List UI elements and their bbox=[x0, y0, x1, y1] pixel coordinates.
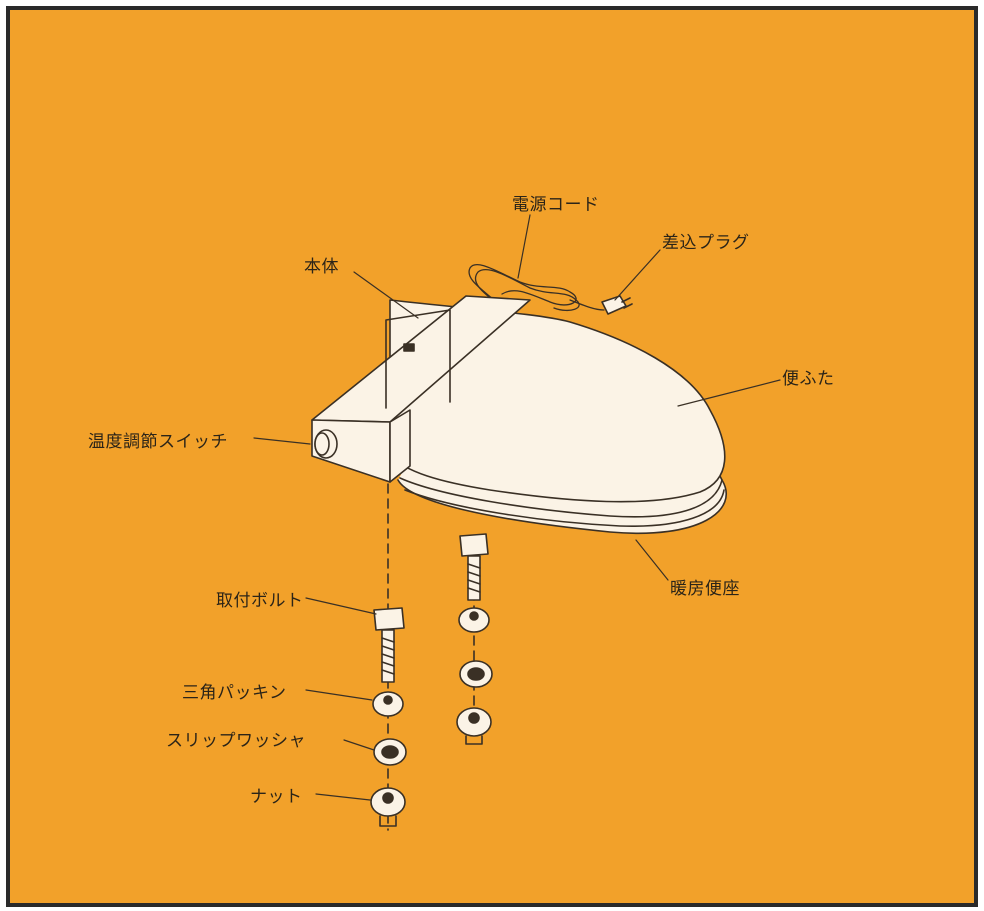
plug-drawing bbox=[601, 295, 633, 315]
toilet-seat-illustration bbox=[253, 214, 781, 831]
power-cord-label: 電源コード bbox=[512, 195, 600, 215]
right-bolt-stack-drawing bbox=[456, 533, 493, 745]
plug-label: 差込プラグ bbox=[662, 233, 750, 253]
mounting-bolt-label: 取付ボルト bbox=[216, 591, 304, 611]
diagram-panel: 電源コード 差込プラグ 本体 便ふた 温度調節スイッチ 暖房便座 取付ボルト 三… bbox=[6, 6, 978, 907]
lid-drawing bbox=[389, 299, 727, 535]
body-label: 本体 bbox=[304, 257, 339, 277]
power-cord-drawing bbox=[468, 263, 605, 312]
temperature-knob-drawing bbox=[314, 429, 338, 459]
leader-lines bbox=[253, 214, 781, 801]
temperature-switch-label: 温度調節スイッチ bbox=[88, 432, 228, 452]
nut-label: ナット bbox=[250, 787, 303, 807]
heated-seat-label: 暖房便座 bbox=[670, 579, 740, 599]
slip-washer-label: スリップワッシャ bbox=[166, 731, 306, 751]
lid-label: 便ふた bbox=[782, 369, 835, 389]
left-bolt-stack-drawing bbox=[370, 607, 407, 827]
triangle-packing-label: 三角パッキン bbox=[182, 683, 287, 703]
